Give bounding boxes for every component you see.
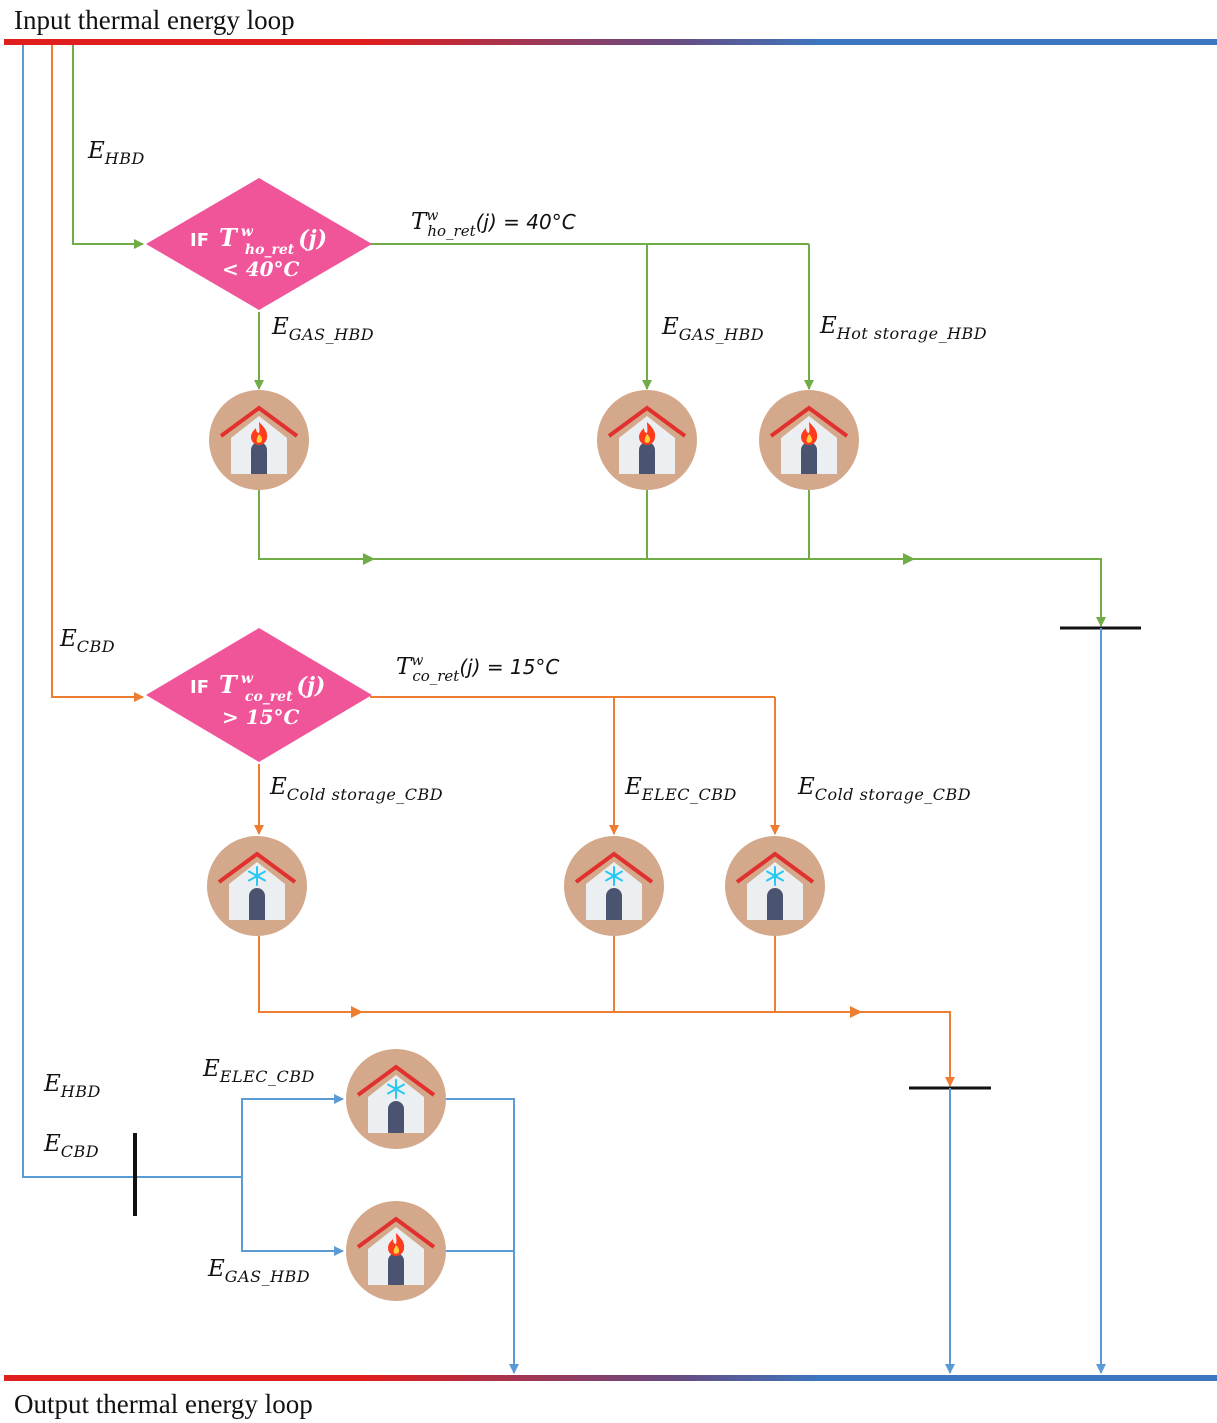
output-loop-line <box>4 1375 1217 1381</box>
hot-return-line-3 <box>909 558 1106 627</box>
cold-decision-if: IF <box>190 677 209 698</box>
hot-inflow-label: EHBD <box>87 138 145 168</box>
bypass-lower-line <box>241 1177 344 1256</box>
bypass-inflow-label-1: EHBD <box>43 1071 101 1101</box>
cold-decision-sup: w <box>241 671 254 687</box>
input-loop-line <box>4 39 1217 45</box>
hot-decision-T: T <box>219 223 239 252</box>
cold-decision-T: T <box>219 670 239 699</box>
cold-decision-arg: (j) <box>297 673 326 699</box>
cold-return-line-3 <box>856 1011 955 1087</box>
input-loop-label: Input thermal energy loop <box>14 5 295 35</box>
cold-flow-label-3: ECold storage_CBD <box>797 774 971 804</box>
hot-branch <box>72 45 1106 627</box>
cold-inflow-line <box>51 45 144 702</box>
bypass-flow-label-2: EGAS_HBD <box>207 1256 310 1286</box>
bypass-flow-label-1: EELEC_CBD <box>202 1056 315 1086</box>
bypass-building-cold <box>344 1047 448 1151</box>
hot-decision-arg: (j) <box>298 226 327 252</box>
hot-return-line-1 <box>258 490 375 565</box>
hot-decision-if: IF <box>190 230 209 251</box>
bypass-inflow-label-2: ECBD <box>43 1131 99 1161</box>
hot-flow-label-2: EGAS_HBD <box>661 314 764 344</box>
cold-decision-sub: co_ret <box>245 689 293 705</box>
cold-building-1 <box>205 834 309 938</box>
bypass-upper-return <box>446 1098 519 1374</box>
hot-building-1 <box>207 388 311 492</box>
cold-flow-label-1: ECold storage_CBD <box>269 774 443 804</box>
cold-flow-label-2: EELEC_CBD <box>624 774 737 804</box>
hot-inflow-line <box>72 45 144 249</box>
hot-decision-text-1: IF T w ho_ret (j) <box>190 223 327 258</box>
cold-building-3 <box>723 834 827 938</box>
hot-decision-sup: w <box>241 224 254 240</box>
hot-building-2 <box>595 388 699 492</box>
cold-building-2 <box>562 834 666 938</box>
cold-decision-diamond <box>146 628 372 762</box>
bypass-branch <box>22 45 519 1374</box>
hot-decision-sub: ho_ret <box>245 242 295 258</box>
hot-decision-rel: < 40°C <box>222 257 300 281</box>
bypass-inflow-line <box>22 45 135 1178</box>
hot-decision-diamond <box>146 178 372 310</box>
hot-building-3 <box>757 388 861 492</box>
cold-return-line-1 <box>258 936 363 1018</box>
output-loop-label: Output thermal energy loop <box>14 1389 313 1419</box>
bypass-upper-line <box>241 1094 344 1177</box>
hot-flow-label-3: EHot storage_HBD <box>819 313 987 343</box>
cold-decision-rel: > 15°C <box>222 705 300 729</box>
cold-inflow-label: ECBD <box>59 626 115 656</box>
hot-flow-label-1: EGAS_HBD <box>271 314 374 344</box>
cold-branch <box>51 45 955 1087</box>
cold-decision-text-1: IF T w co_ret (j) <box>190 670 325 705</box>
bypass-building-hot <box>344 1199 448 1303</box>
